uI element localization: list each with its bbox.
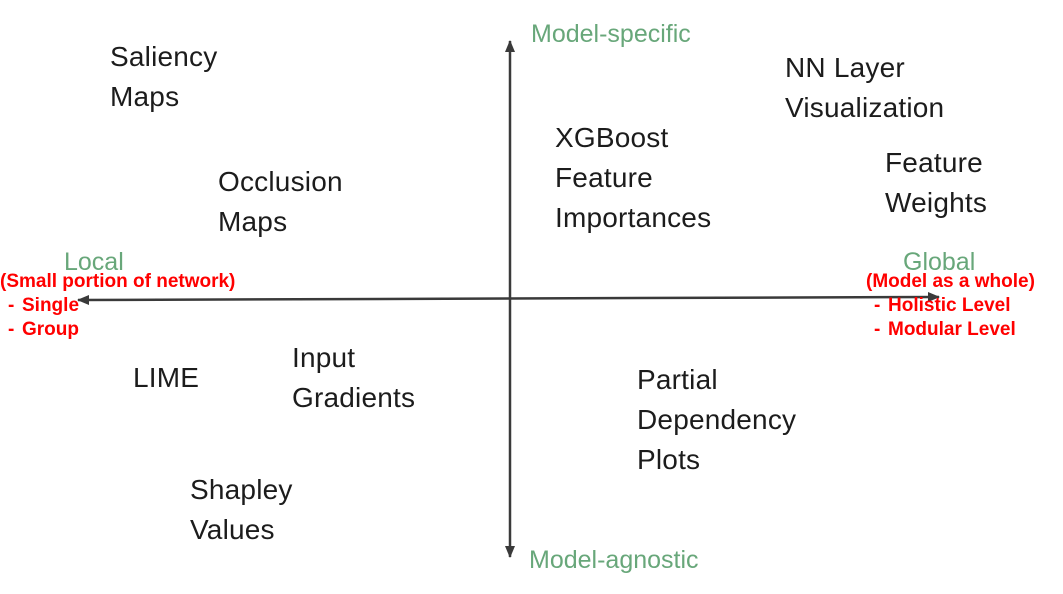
annotation-local-heading: (Small portion of network) [0, 271, 236, 292]
bullet-dash: - [874, 319, 881, 340]
annotation-global-heading: (Model as a whole) [866, 271, 1035, 292]
annotation-local-item-label: Single [22, 295, 80, 316]
annotation-global-item-label: Modular Level [888, 319, 1016, 340]
annotation-local-item-single: - Single [0, 294, 235, 318]
annotation-global-item-label: Holistic Level [888, 295, 1011, 316]
method-label-xgboost-feature-importances: XGBoost Feature Importances [555, 122, 712, 233]
bullet-dash: - [8, 319, 15, 340]
method-label-nn-layer-visualization: NN Layer Visualization [785, 52, 945, 123]
annotation-local-detail: (Small portion of network) - Single - Gr… [0, 270, 235, 342]
method-label-saliency-maps: Saliency Maps [110, 41, 218, 112]
annotation-local-item-label: Group [22, 319, 79, 340]
horizontal-axis-line [77, 292, 940, 305]
method-label-lime: LIME [133, 362, 200, 393]
annotation-global-item-modular: - Modular Level [866, 318, 1035, 342]
annotation-local-item-group: - Group [0, 318, 235, 342]
axis-label-global: Global [903, 248, 976, 276]
bullet-dash: - [874, 295, 881, 316]
axis-label-local: Local [64, 248, 124, 276]
method-label-feature-weights: Feature Weights [885, 147, 988, 218]
method-label-input-gradients: Input Gradients [292, 342, 416, 413]
axis-label-model-specific: Model-specific [531, 20, 691, 48]
annotation-global-item-holistic: - Holistic Level [866, 294, 1035, 318]
method-label-occlusion-maps: Occlusion Maps [218, 166, 343, 237]
bullet-dash: - [8, 295, 15, 316]
method-label-partial-dependency-plots: Partial Dependency Plots [637, 364, 797, 475]
annotation-global-detail: (Model as a whole) - Holistic Level - Mo… [866, 270, 1035, 342]
axis-label-model-agnostic: Model-agnostic [529, 546, 699, 574]
method-label-shapley-values: Shapley Values [190, 474, 293, 545]
